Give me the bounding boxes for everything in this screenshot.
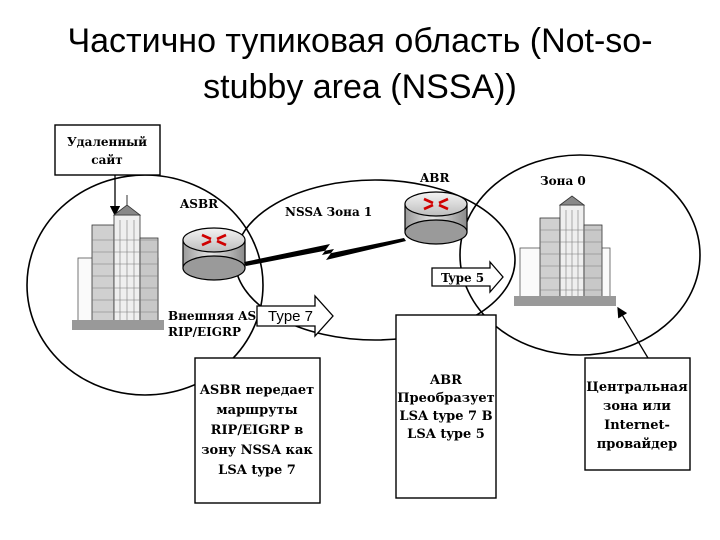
- central-line-1: Центральная: [586, 380, 688, 395]
- abr-desc-line-4: LSA type 5: [407, 427, 485, 442]
- central-zone-text: Центральная зона или Internet- провайдер: [586, 380, 688, 452]
- type7-arrow: [256, 294, 334, 338]
- abr-description-text: ABR Преобразует LSA type 7 В LSA type 5: [397, 373, 494, 442]
- asbr-description-text: ASBR передает маршруты RIP/EIGRP в зону …: [199, 383, 314, 478]
- left-building-icon: [72, 195, 164, 330]
- abr-desc-line-2: Преобразует: [397, 391, 494, 406]
- central-zone-arrow: [617, 306, 649, 359]
- type5-arrow: [431, 260, 504, 294]
- central-zone-box: [584, 357, 691, 471]
- abr-router-icon: [404, 191, 468, 245]
- zone0-label: Зона 0: [540, 174, 586, 188]
- abr-desc-line-3: LSA type 7 В: [399, 409, 492, 424]
- central-line-2: зона или: [603, 399, 671, 414]
- type5-label: Type 5: [441, 271, 484, 285]
- nssa-zone-label: NSSA Зона 1: [285, 205, 372, 219]
- title-line-1: Частично тупиковая область (Not-so-: [67, 22, 653, 60]
- asbr-desc-line-1: ASBR передает: [199, 383, 314, 398]
- type7-label: Type 7: [268, 308, 313, 325]
- asbr-description-box: [194, 357, 321, 504]
- remote-site-line2: сайт: [91, 153, 122, 167]
- zone0-ellipse: [459, 154, 701, 356]
- central-line-3: Internet-: [604, 418, 670, 433]
- serial-link-icon: [244, 238, 406, 266]
- external-as-line1: Внешняя AS: [168, 309, 256, 323]
- remote-site-box: [54, 124, 161, 176]
- asbr-router-icon: [182, 227, 246, 281]
- abr-description-box: [395, 314, 497, 499]
- abr-desc-line-1: ABR: [429, 373, 462, 388]
- title-line-2: stubby area (NSSA)): [203, 68, 517, 106]
- right-building-icon: [514, 195, 616, 306]
- external-as-line2: RIP/EIGRP: [168, 325, 241, 339]
- slide-title: Частично тупиковая область (Not-so- stub…: [0, 18, 720, 110]
- central-line-4: провайдер: [597, 437, 677, 452]
- asbr-label: ASBR: [179, 197, 219, 211]
- asbr-desc-line-3: RIP/EIGRP в: [211, 423, 304, 438]
- abr-label: ABR: [419, 171, 450, 185]
- asbr-desc-line-5: LSA type 7: [218, 463, 296, 478]
- remote-site-line1: Удаленный: [67, 135, 147, 149]
- asbr-desc-line-2: маршруты: [216, 403, 297, 418]
- asbr-desc-line-4: зону NSSA как: [201, 443, 313, 458]
